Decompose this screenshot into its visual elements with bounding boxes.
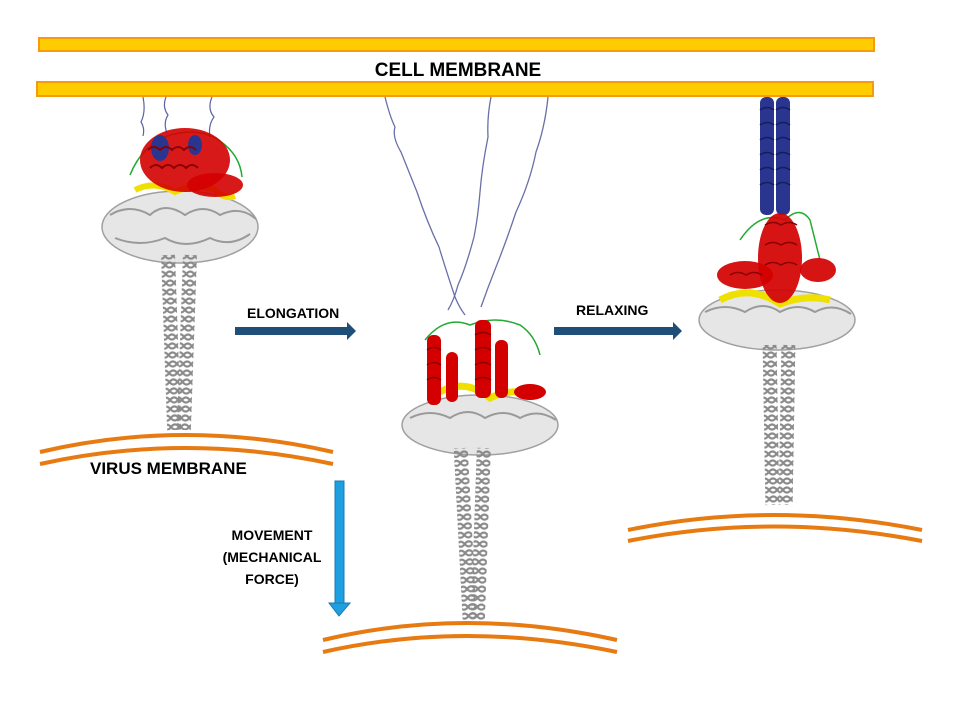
cell-membrane-inner-layer [36,81,874,97]
gray-core-domain [101,190,259,264]
cell-membrane-outer-layer [38,37,875,52]
movement-label-line3: FORCE) [245,571,299,587]
virus-membrane-1 [39,433,334,466]
coiled-stalk [762,344,796,506]
head-domain [129,128,243,201]
movement-arrow [327,480,352,617]
coiled-stalk [161,254,197,431]
virus-membrane-2 [322,621,618,654]
stage-prefusion-protein [101,96,259,431]
stretched-tethers [384,96,549,316]
cell-membrane: CELL MEMBRANE [36,37,875,97]
stage-relaxed-protein [698,97,856,506]
virus-membrane-label: VIRUS MEMBRANE [90,459,247,478]
gray-core-domain [401,394,559,456]
head-domain [717,211,836,308]
coiled-stalk [453,447,491,621]
elongation-arrow [235,322,356,340]
cell-membrane-label: CELL MEMBRANE [375,60,541,81]
fusion-helix-bundle [759,97,791,215]
virus-membrane-3 [627,513,923,543]
stage-elongated-protein [384,96,559,621]
relaxing-arrow [554,322,682,340]
tether-strands [140,96,215,138]
elongation-label: ELONGATION [247,305,339,321]
movement-label-line2: (MECHANICAL [223,549,322,565]
relaxing-label: RELAXING [576,302,648,318]
movement-label-line1: MOVEMENT [232,527,313,543]
head-domain [424,319,546,405]
